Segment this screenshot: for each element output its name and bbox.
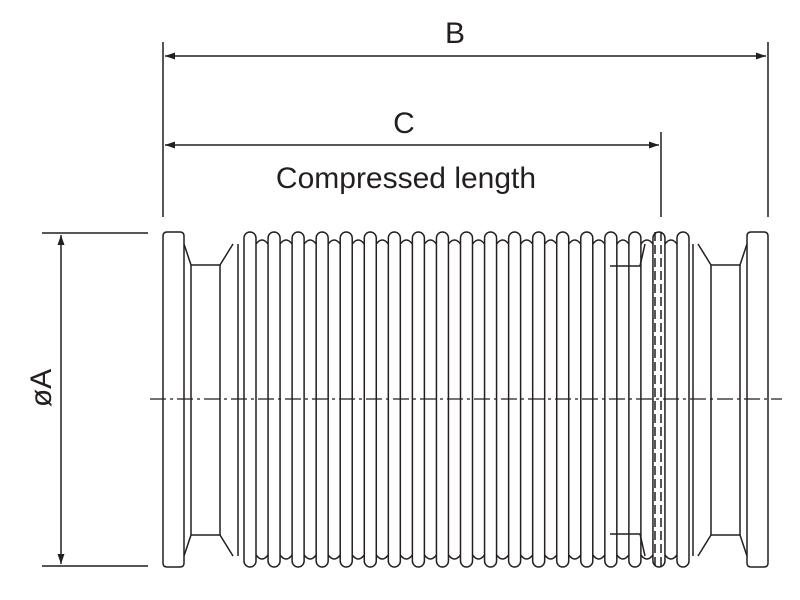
left-flange-taper-bottom bbox=[183, 534, 234, 557]
bellows-valley-bottom bbox=[471, 554, 486, 560]
right-flange-taper bbox=[697, 243, 748, 266]
compressed-marker-tick-top bbox=[610, 243, 646, 267]
bellows-valley-top bbox=[495, 239, 510, 245]
bellows-valley-top bbox=[375, 239, 389, 245]
extension-lines bbox=[42, 42, 769, 567]
left-flange-taper bbox=[183, 243, 234, 266]
label-dim-c: C bbox=[393, 107, 415, 140]
label-dim-b: B bbox=[445, 17, 465, 50]
bellows-valley-top bbox=[520, 239, 534, 245]
bellows-valley-top bbox=[616, 239, 630, 245]
bellows-valley-bottom bbox=[303, 554, 317, 560]
bellows-valley-bottom bbox=[520, 554, 534, 560]
bellows-valley-top bbox=[664, 239, 678, 245]
bellows-valley-top bbox=[255, 239, 269, 245]
bellows-valley-bottom bbox=[423, 554, 438, 560]
bellows-valley-bottom bbox=[495, 554, 510, 560]
bellows-valley-bottom bbox=[279, 554, 293, 560]
bellows-valley-bottom bbox=[399, 554, 413, 560]
right-flange-plate bbox=[746, 231, 769, 568]
bellows-valley-bottom bbox=[640, 554, 654, 560]
bellows-valley-bottom bbox=[592, 554, 606, 560]
bellows-valley-bottom bbox=[255, 554, 269, 560]
bellows-valley-bottom bbox=[544, 554, 558, 560]
bellows-valley-top bbox=[640, 239, 654, 245]
dimension-lines bbox=[57, 52, 766, 564]
bellows-valley-top bbox=[399, 239, 413, 245]
bellows-valley-bottom bbox=[375, 554, 389, 560]
bellows-valley-top bbox=[327, 239, 341, 245]
bellows-valley-top bbox=[351, 239, 365, 245]
right-flange bbox=[692, 231, 769, 568]
bellows-convolution bbox=[243, 231, 257, 568]
label-dim-a: øA bbox=[25, 369, 58, 407]
left-flange bbox=[162, 231, 239, 568]
bellows-convolution bbox=[507, 231, 522, 568]
label-compressed-length: Compressed length bbox=[276, 162, 536, 195]
bellows-valley-top bbox=[447, 239, 462, 245]
right-flange-taper-bottom bbox=[697, 534, 748, 557]
bellows-valley-top bbox=[471, 239, 486, 245]
bellows-convolution bbox=[531, 231, 546, 568]
bellows-valley-top bbox=[423, 239, 438, 245]
left-flange-plate bbox=[162, 231, 185, 568]
bellows-convolution bbox=[315, 231, 329, 568]
bellows-valley-top bbox=[279, 239, 293, 245]
bellows-valley-bottom bbox=[616, 554, 630, 560]
bellows-valley-top bbox=[303, 239, 317, 245]
bellows-valley-bottom bbox=[568, 554, 582, 560]
bellows-convolution bbox=[676, 231, 690, 568]
bellows-convolution bbox=[459, 231, 474, 568]
bellows-convolution bbox=[291, 231, 305, 568]
bellows-valley-bottom bbox=[664, 554, 678, 560]
bellows-valley-bottom bbox=[351, 554, 365, 560]
compressed-marker-tick-bottom bbox=[610, 533, 646, 557]
bellows-valley-top bbox=[568, 239, 582, 245]
bellows-valley-bottom bbox=[327, 554, 341, 560]
bellows-valley-bottom bbox=[447, 554, 462, 560]
compressed-marker bbox=[610, 232, 662, 566]
bellows-valley-top bbox=[592, 239, 606, 245]
bellows-valley-top bbox=[544, 239, 558, 245]
